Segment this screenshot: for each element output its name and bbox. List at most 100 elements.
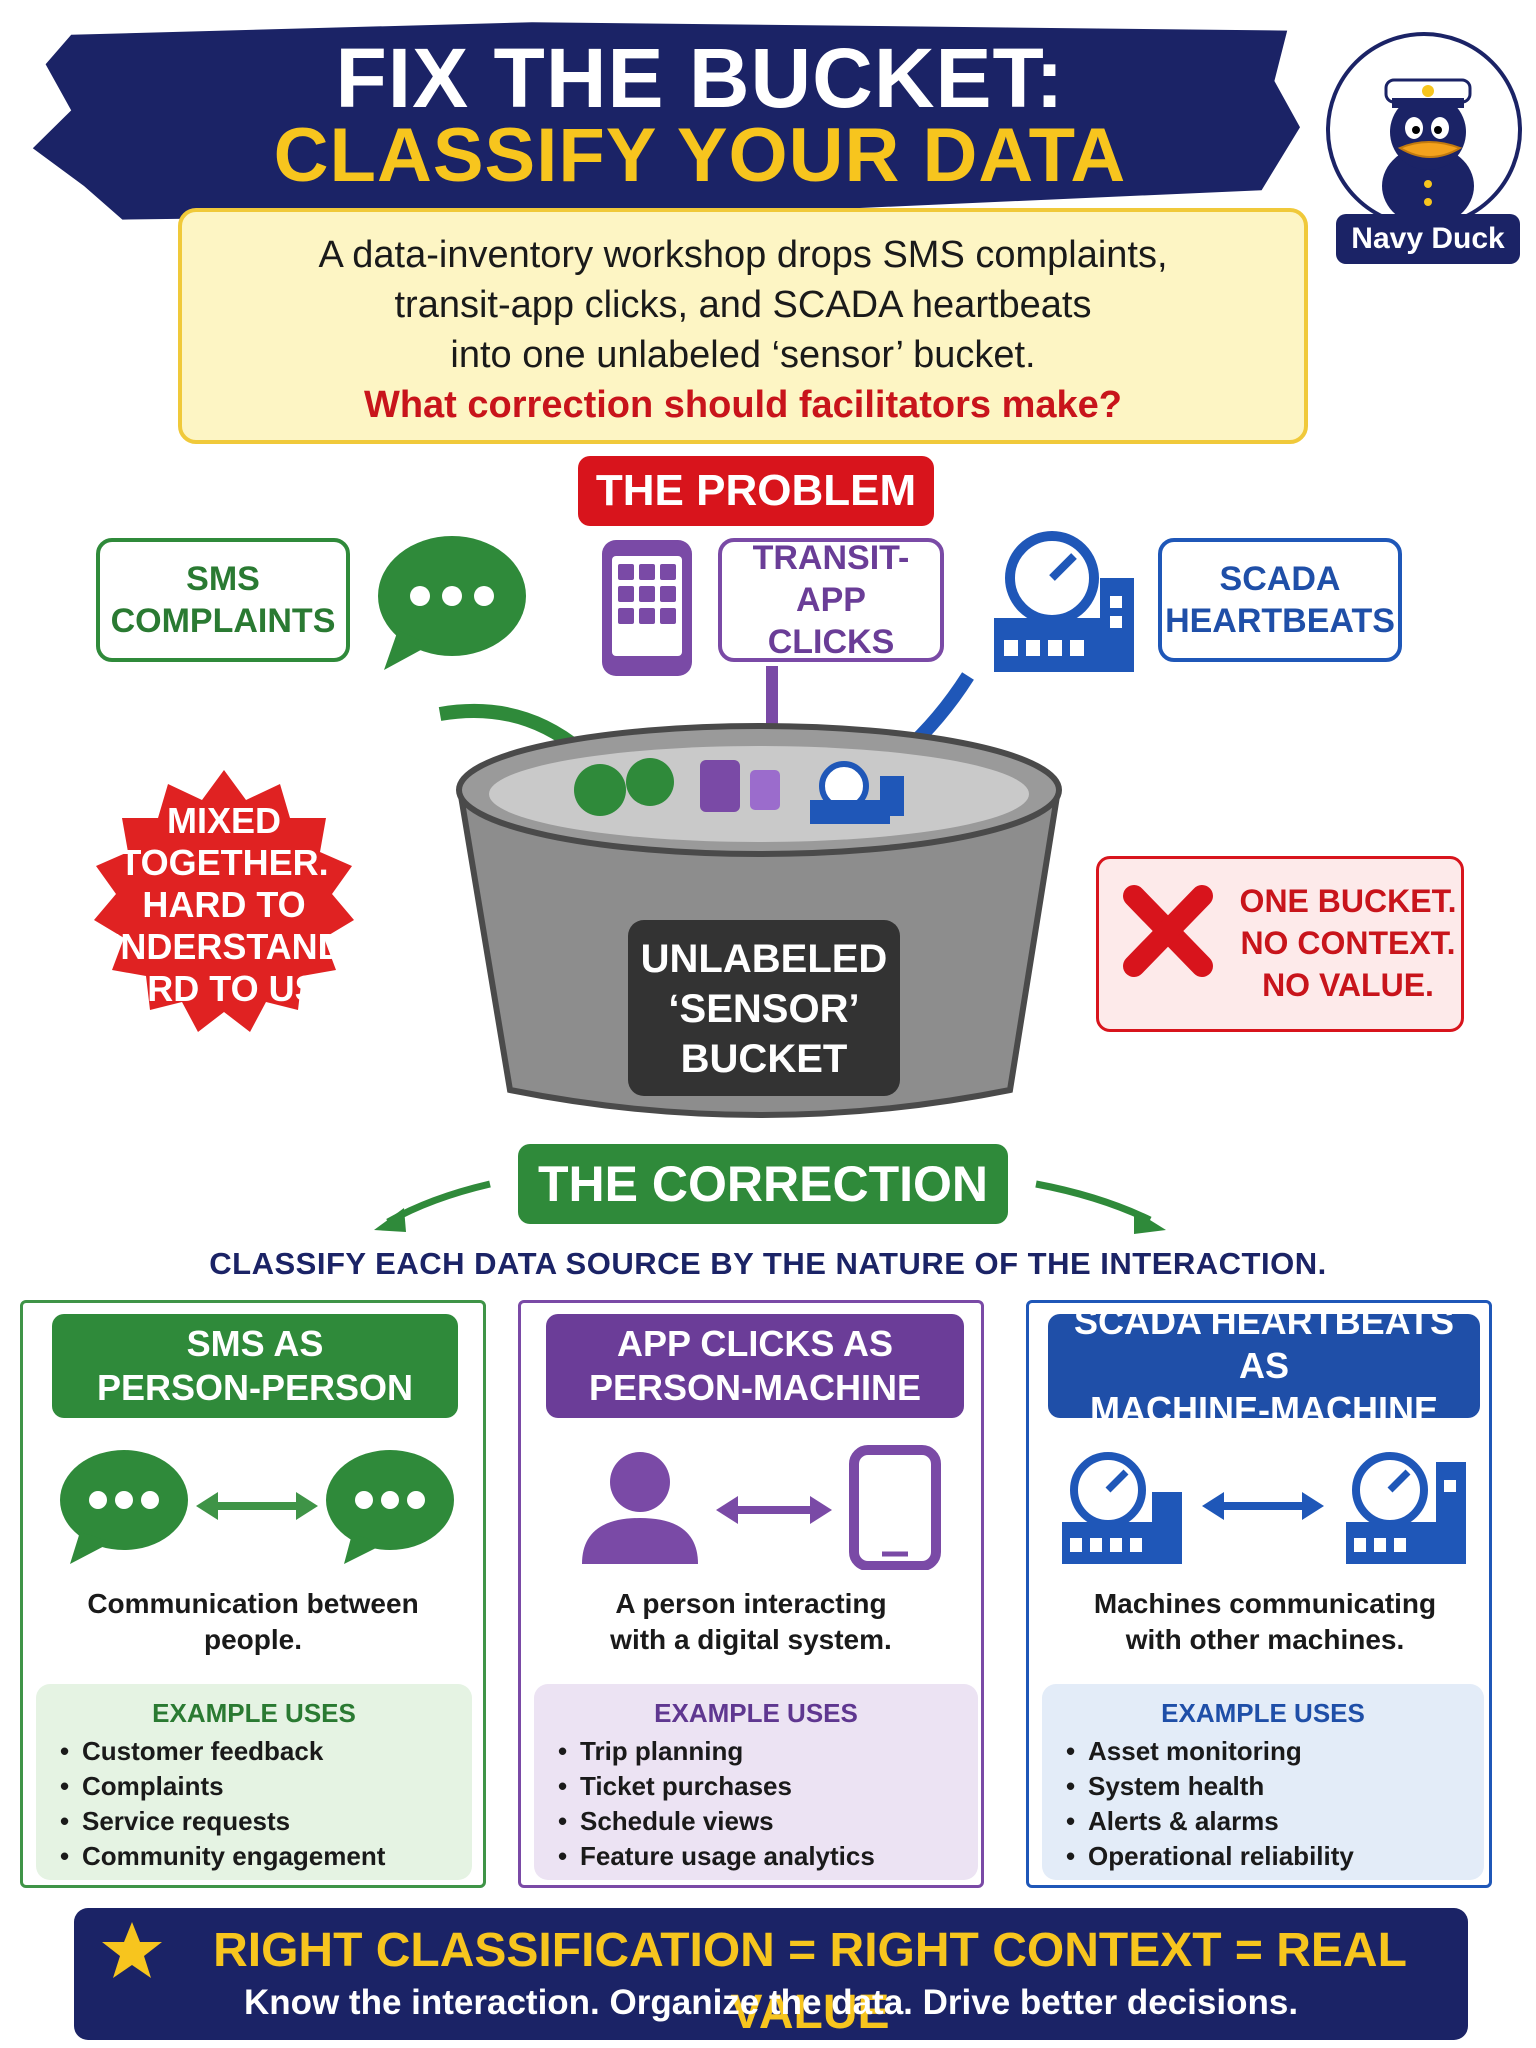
example-uses-title: EXAMPLE USES [1161, 1698, 1365, 1728]
red-x-icon [1123, 885, 1213, 977]
warning-line: ONE BUCKET. [1239, 883, 1457, 919]
star-icon [102, 1922, 162, 1978]
question-line: into one unlabeled ‘sensor’ bucket. [450, 334, 1036, 376]
bucket-label-line: UNLABELED [640, 937, 888, 981]
example-uses-list: Asset monitoring System health Alerts & … [1060, 1734, 1466, 1874]
smartphone-icon [849, 1445, 941, 1570]
example-uses-list: Customer feedback Complaints Service req… [54, 1734, 454, 1874]
list-item: Asset monitoring [1060, 1734, 1466, 1769]
column-heading-scada: SCADA HEARTBEATS AS MACHINE-MACHINE [1048, 1301, 1480, 1430]
burst-line: MIXED [166, 800, 281, 841]
source-scada-heartbeats: SCADA HEARTBEATS [1158, 538, 1402, 662]
chat-bubble-icon [60, 1450, 188, 1564]
navy-duck-logo [1326, 32, 1522, 228]
heading-line: SCADA HEARTBEATS AS [1073, 1301, 1454, 1386]
description-line: with other machines. [1125, 1624, 1405, 1655]
description-line: Machines communicating [1093, 1588, 1437, 1619]
example-uses-app: EXAMPLE USES Trip planning Ticket purcha… [534, 1684, 978, 1880]
column-description-scada: Machines communicating with other machin… [1046, 1586, 1484, 1666]
source-label: SCADA [1219, 560, 1341, 598]
source-label: TRANSIT-APP [752, 539, 910, 619]
title-line-1: FIX THE BUCKET: [335, 31, 1065, 125]
mixed-together-text: MIXED TOGETHER. HARD TO UNDERSTAND. HARD… [88, 800, 360, 1010]
classify-subtitle: CLASSIFY EACH DATA SOURCE BY THE NATURE … [209, 1246, 1327, 1281]
burst-line: HARD TO USE. [95, 968, 353, 1009]
person-person-illustration [60, 1450, 454, 1564]
example-uses-title: EXAMPLE USES [152, 1698, 356, 1728]
footer-headline: RIGHT CLASSIFICATION = RIGHT CONTEXT = R… [213, 1924, 1407, 2039]
source-label: COMPLAINTS [110, 602, 336, 640]
burst-line: UNDERSTAND. [94, 926, 354, 967]
starburst-warning [94, 770, 354, 1032]
list-item: System health [1060, 1769, 1466, 1804]
list-item: Ticket purchases [552, 1769, 960, 1804]
column-description-app: A person interacting with a digital syst… [538, 1586, 964, 1666]
bucket-label-line: ‘SENSOR’ [668, 987, 860, 1031]
footer-tagline: Know the interaction. Organize the data.… [243, 1983, 1299, 2022]
column-heading-app: APP CLICKS AS PERSON-MACHINE [546, 1314, 964, 1418]
smartphone-app-icon [602, 540, 692, 676]
title-banner [32, 22, 1300, 220]
question-box: A data-inventory workshop drops SMS comp… [178, 208, 1308, 444]
heading-line: PERSON-MACHINE [588, 1367, 921, 1408]
gauge-factory-icon [1346, 1452, 1466, 1564]
double-arrow-icon [1202, 1492, 1324, 1520]
column-person-person [20, 1300, 486, 1888]
column-machine-machine [1026, 1300, 1492, 1888]
description-line: Communication between [87, 1588, 419, 1619]
source-sms-complaints: SMS COMPLAINTS [96, 538, 350, 662]
warning-line: NO VALUE. [1262, 967, 1434, 1003]
chat-bubble-icon [378, 536, 526, 670]
heading-line: PERSON-PERSON [96, 1367, 414, 1408]
list-item: Complaints [54, 1769, 454, 1804]
list-item: Schedule views [552, 1804, 960, 1839]
question-line: A data-inventory workshop drops SMS comp… [318, 234, 1168, 276]
example-uses-title: EXAMPLE USES [654, 1698, 858, 1728]
warning-line: NO CONTEXT. [1240, 925, 1456, 961]
list-item: Service requests [54, 1804, 454, 1839]
question-ask: What correction should facilitators make… [363, 384, 1123, 426]
gauge-factory-icon [1062, 1452, 1182, 1564]
list-item: Trip planning [552, 1734, 960, 1769]
correction-arrows [374, 1180, 1166, 1234]
bucket-label: UNLABELED ‘SENSOR’ BUCKET [628, 920, 900, 1096]
problem-label: THE PROBLEM [578, 456, 934, 526]
description-line: people. [203, 1624, 302, 1655]
description-line: A person interacting [615, 1588, 887, 1619]
navy-duck-badge: Navy Duck [1336, 214, 1520, 264]
double-arrow-icon [196, 1492, 318, 1520]
footer-banner [74, 1908, 1468, 2040]
chat-bubble-icon [326, 1450, 454, 1564]
source-transit-app-clicks: TRANSIT-APP CLICKS [718, 538, 944, 662]
one-bucket-warning-box [1096, 856, 1464, 1032]
heading-line: SMS AS [186, 1323, 324, 1364]
source-label: CLICKS [767, 623, 895, 661]
question-line: transit-app clicks, and SCADA heartbeats [394, 284, 1092, 326]
column-person-machine [518, 1300, 984, 1888]
one-bucket-warning-text: ONE BUCKET. NO CONTEXT. NO VALUE. [1228, 880, 1468, 1006]
heading-line: MACHINE-MACHINE [1090, 1389, 1438, 1430]
example-uses-sms: EXAMPLE USES Customer feedback Complaint… [36, 1684, 472, 1880]
correction-label: THE CORRECTION [518, 1144, 1008, 1224]
column-heading-sms: SMS AS PERSON-PERSON [52, 1314, 458, 1418]
example-uses-scada: EXAMPLE USES Asset monitoring System hea… [1042, 1684, 1484, 1880]
arrow-right-icon [1134, 1210, 1166, 1234]
bucket-label-line: BUCKET [680, 1037, 848, 1081]
source-label: HEARTBEATS [1165, 602, 1395, 640]
machine-machine-illustration [1062, 1452, 1466, 1564]
example-uses-list: Trip planning Ticket purchases Schedule … [552, 1734, 960, 1874]
burst-line: TOGETHER. [119, 842, 329, 883]
double-arrow-icon [716, 1496, 832, 1524]
column-description-sms: Communication between people. [40, 1586, 466, 1666]
list-item: Customer feedback [54, 1734, 454, 1769]
list-item: Alerts & alarms [1060, 1804, 1466, 1839]
description-line: with a digital system. [610, 1624, 892, 1655]
source-label: SMS [186, 560, 260, 598]
arrow-left-icon [374, 1208, 406, 1232]
person-machine-illustration [582, 1445, 941, 1570]
burst-line: HARD TO [142, 884, 306, 925]
person-icon [582, 1452, 698, 1564]
heading-line: APP CLICKS AS [616, 1323, 894, 1364]
list-item: Community engagement [54, 1839, 454, 1874]
list-item: Operational reliability [1060, 1839, 1466, 1874]
